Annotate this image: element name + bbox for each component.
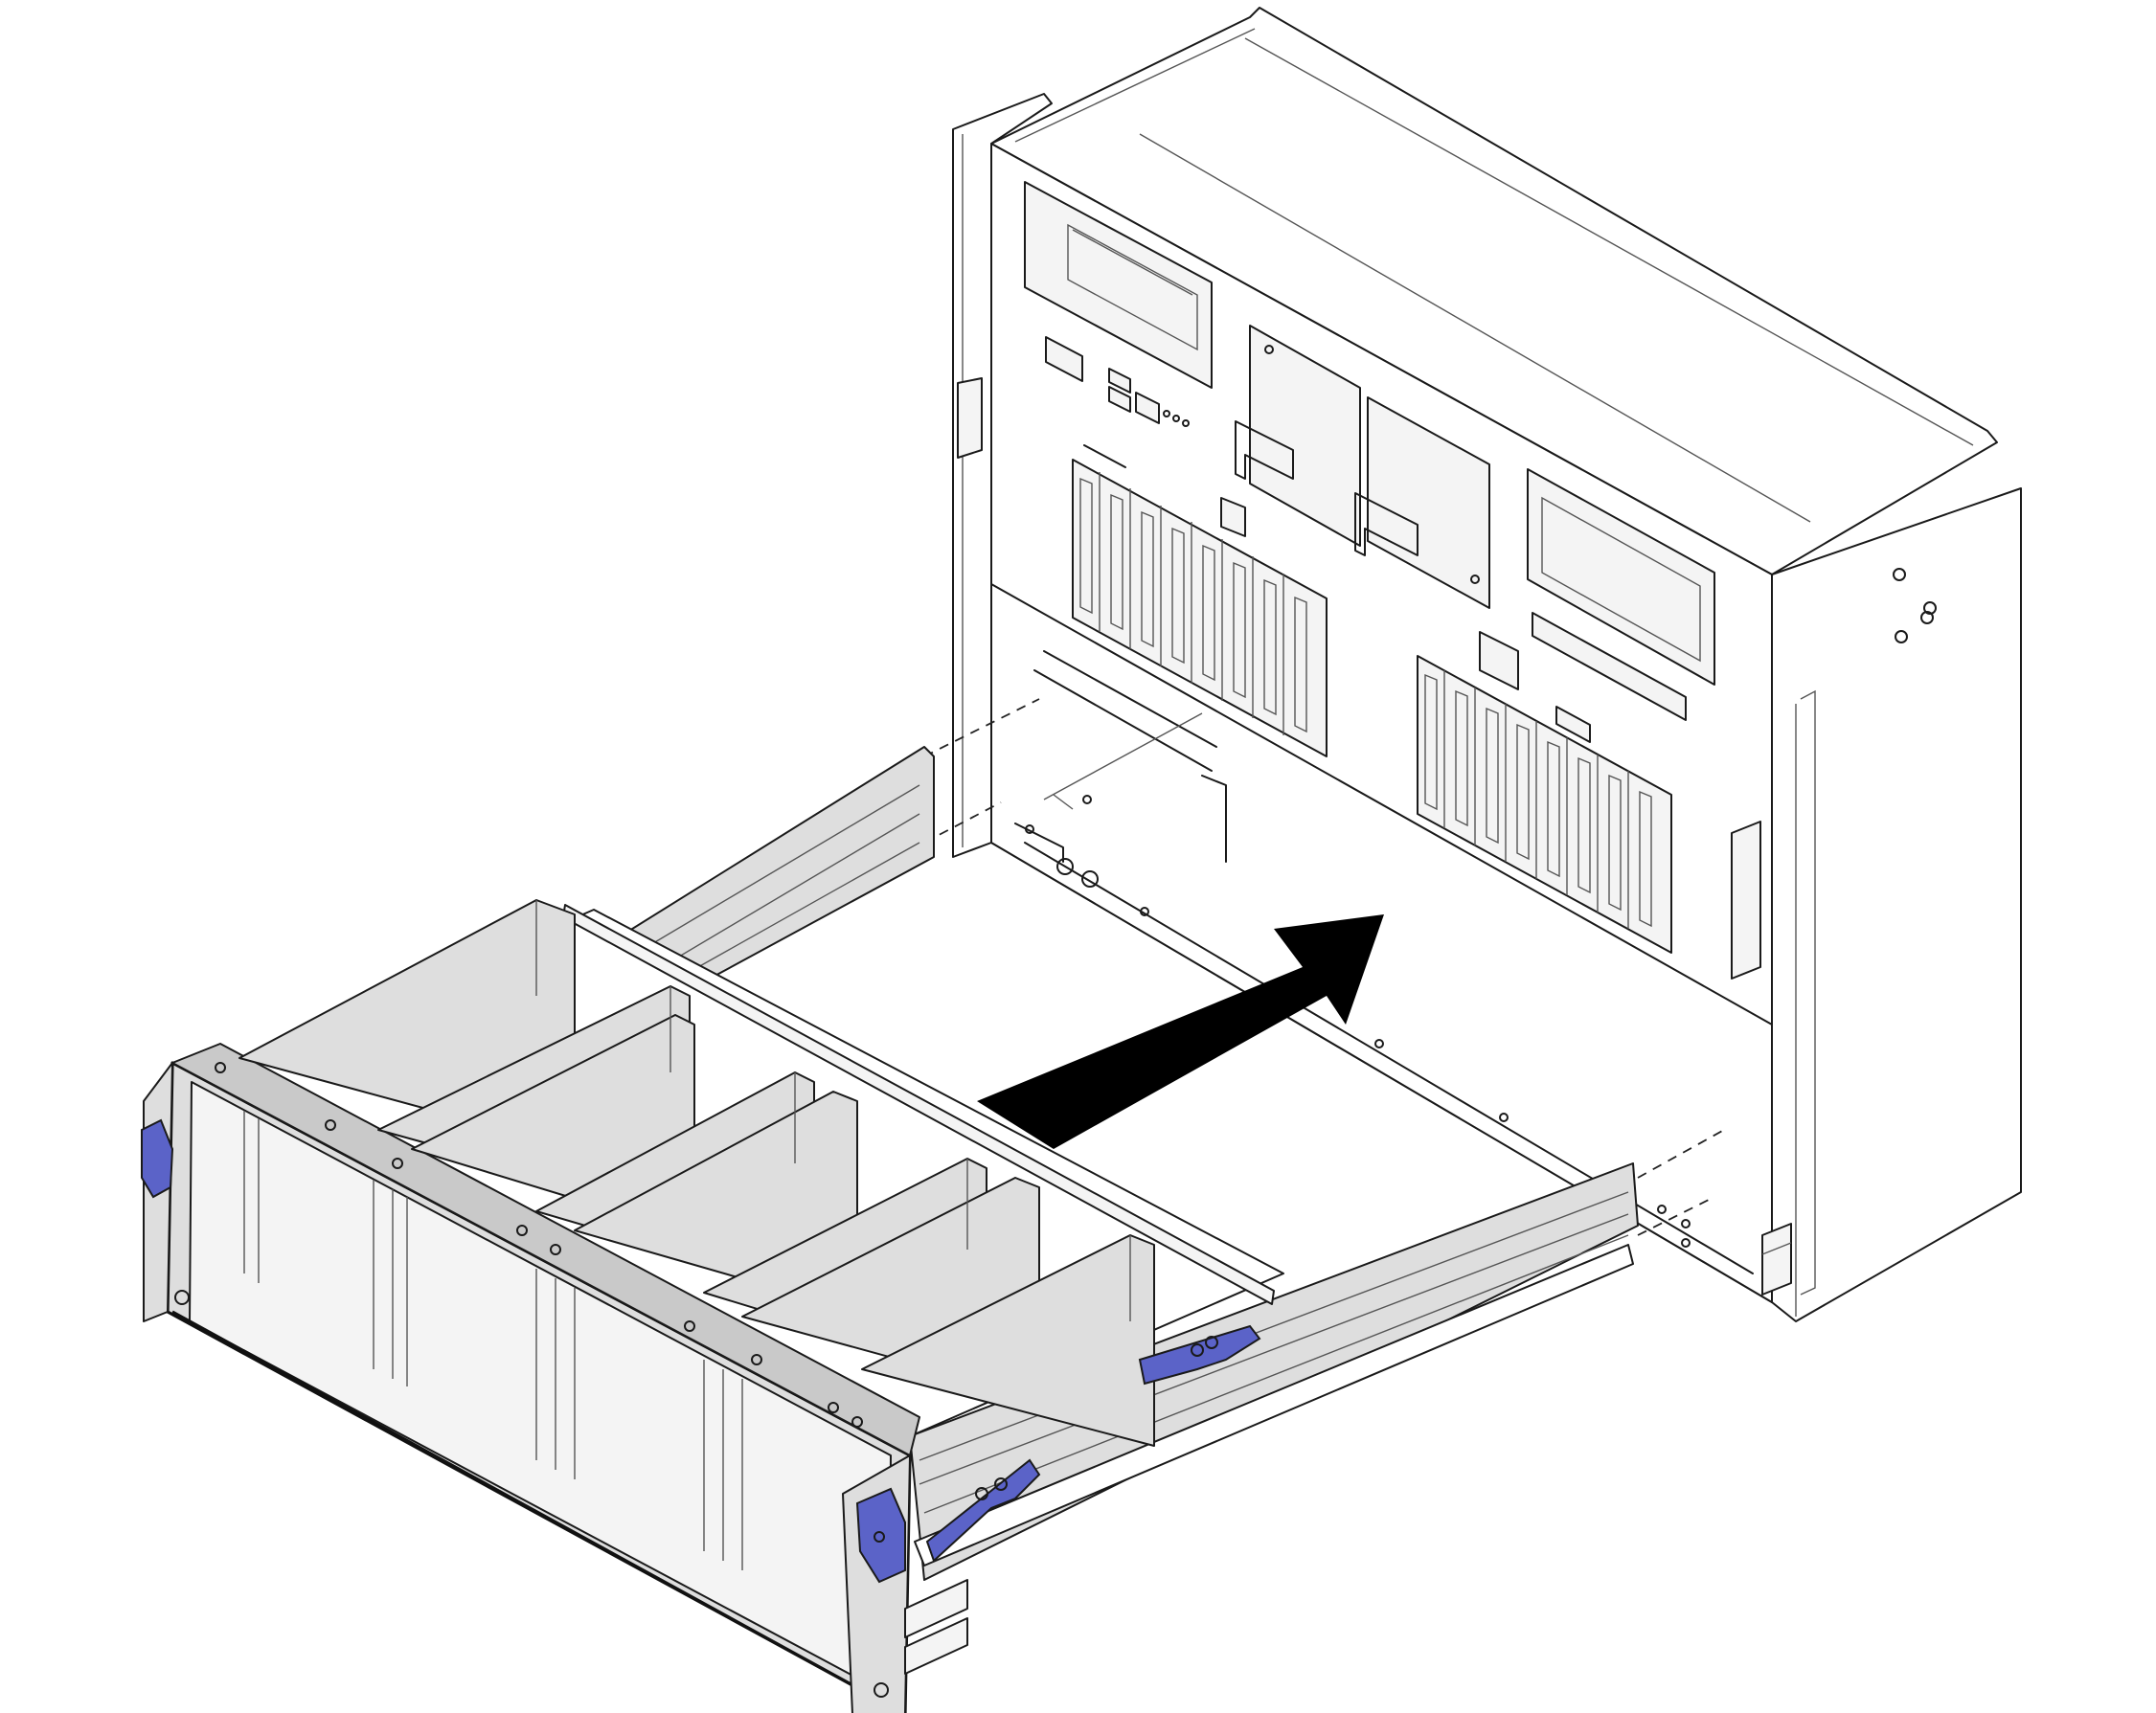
arrow-icon [977,914,1384,1149]
drive-bay-icon [1417,655,1672,954]
drawer-tray [141,746,1639,1713]
power-supply-icon [1220,325,1490,609]
drive-bay-icon [1072,444,1328,757]
server-chassis [952,7,2022,1322]
io-ports [1045,336,1190,427]
alignment-guides [923,698,1725,1236]
latch-icon [141,1118,1261,1584]
internal-card-icon [238,899,1155,1447]
